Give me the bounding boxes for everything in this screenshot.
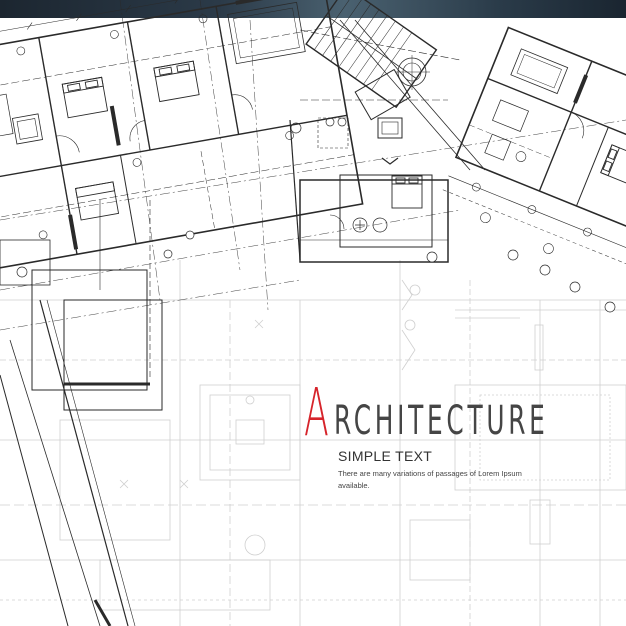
bed-symbol bbox=[600, 144, 626, 187]
bed-symbol bbox=[61, 76, 109, 119]
subtitle: SIMPLE TEXT bbox=[338, 448, 433, 464]
bed-symbol bbox=[391, 175, 423, 209]
faint-plan-layer bbox=[0, 260, 626, 626]
left-annex bbox=[0, 200, 163, 411]
central-plan bbox=[289, 99, 449, 263]
grid-bubbles bbox=[16, 230, 616, 313]
bed-symbol bbox=[75, 181, 120, 221]
description-text: There are many variations of passages of… bbox=[338, 469, 522, 490]
title-heading: A RCHITECTURE bbox=[304, 374, 604, 451]
right-wing-plan bbox=[442, 26, 626, 265]
diagonal-wall-lines bbox=[0, 299, 136, 626]
stair-symbol bbox=[305, 0, 438, 109]
grid-lines bbox=[0, 0, 626, 331]
title-block: A RCHITECTURE SIMPLE TEXT There are many… bbox=[304, 374, 604, 491]
title-text: RCHITECTURE bbox=[334, 398, 549, 444]
bed-symbol bbox=[153, 60, 200, 103]
left-wing-plan bbox=[0, 0, 364, 271]
title-initial-letter: A bbox=[304, 374, 329, 451]
top-dark-band bbox=[0, 0, 626, 18]
